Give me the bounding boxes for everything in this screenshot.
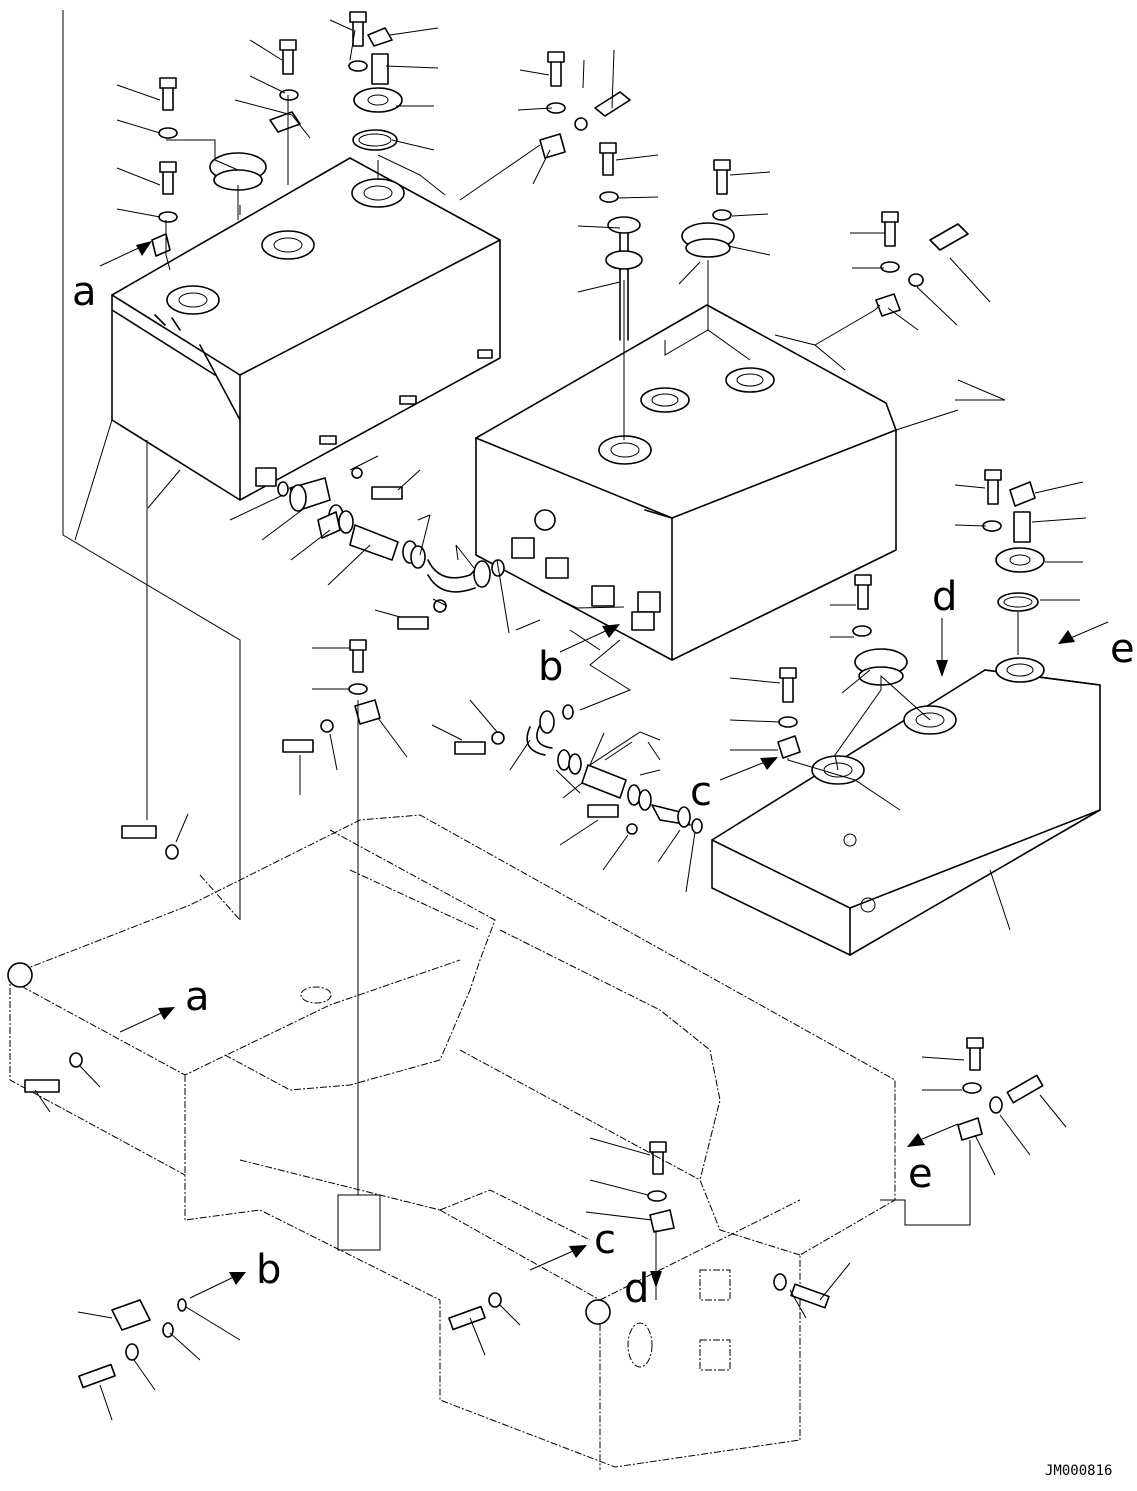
view-label-b-top: b — [538, 644, 563, 690]
view-label-e-top: e — [1110, 626, 1135, 672]
left-tank[interactable] — [111, 157, 501, 501]
bracket-b-mount[interactable] — [282, 639, 381, 753]
view-label-c-frame: c — [594, 1217, 616, 1263]
view-labels: a a b b c c d d e e — [72, 269, 1135, 1312]
leader-lines — [34, 10, 1087, 1421]
hose-left[interactable] — [277, 467, 505, 630]
right-tank[interactable] — [711, 657, 1101, 956]
view-arrows — [99, 241, 1109, 1299]
hose-right[interactable] — [454, 704, 703, 835]
view-label-e-frame: e — [908, 1151, 933, 1197]
revolving-frame[interactable] — [7, 814, 896, 1470]
bolt-set-center-tank[interactable] — [539, 51, 969, 341]
view-label-a-top: a — [72, 269, 97, 315]
view-label-d-top: d — [932, 574, 957, 620]
view-label-d-frame: d — [624, 1266, 649, 1312]
view-label-c-top: c — [690, 769, 712, 815]
view-label-a-frame: a — [185, 974, 210, 1020]
frame-bolts[interactable] — [24, 825, 1044, 1389]
center-tank[interactable] — [475, 304, 897, 661]
drawing-code: JM000816 — [1045, 1463, 1112, 1479]
view-label-b-frame: b — [256, 1247, 281, 1293]
